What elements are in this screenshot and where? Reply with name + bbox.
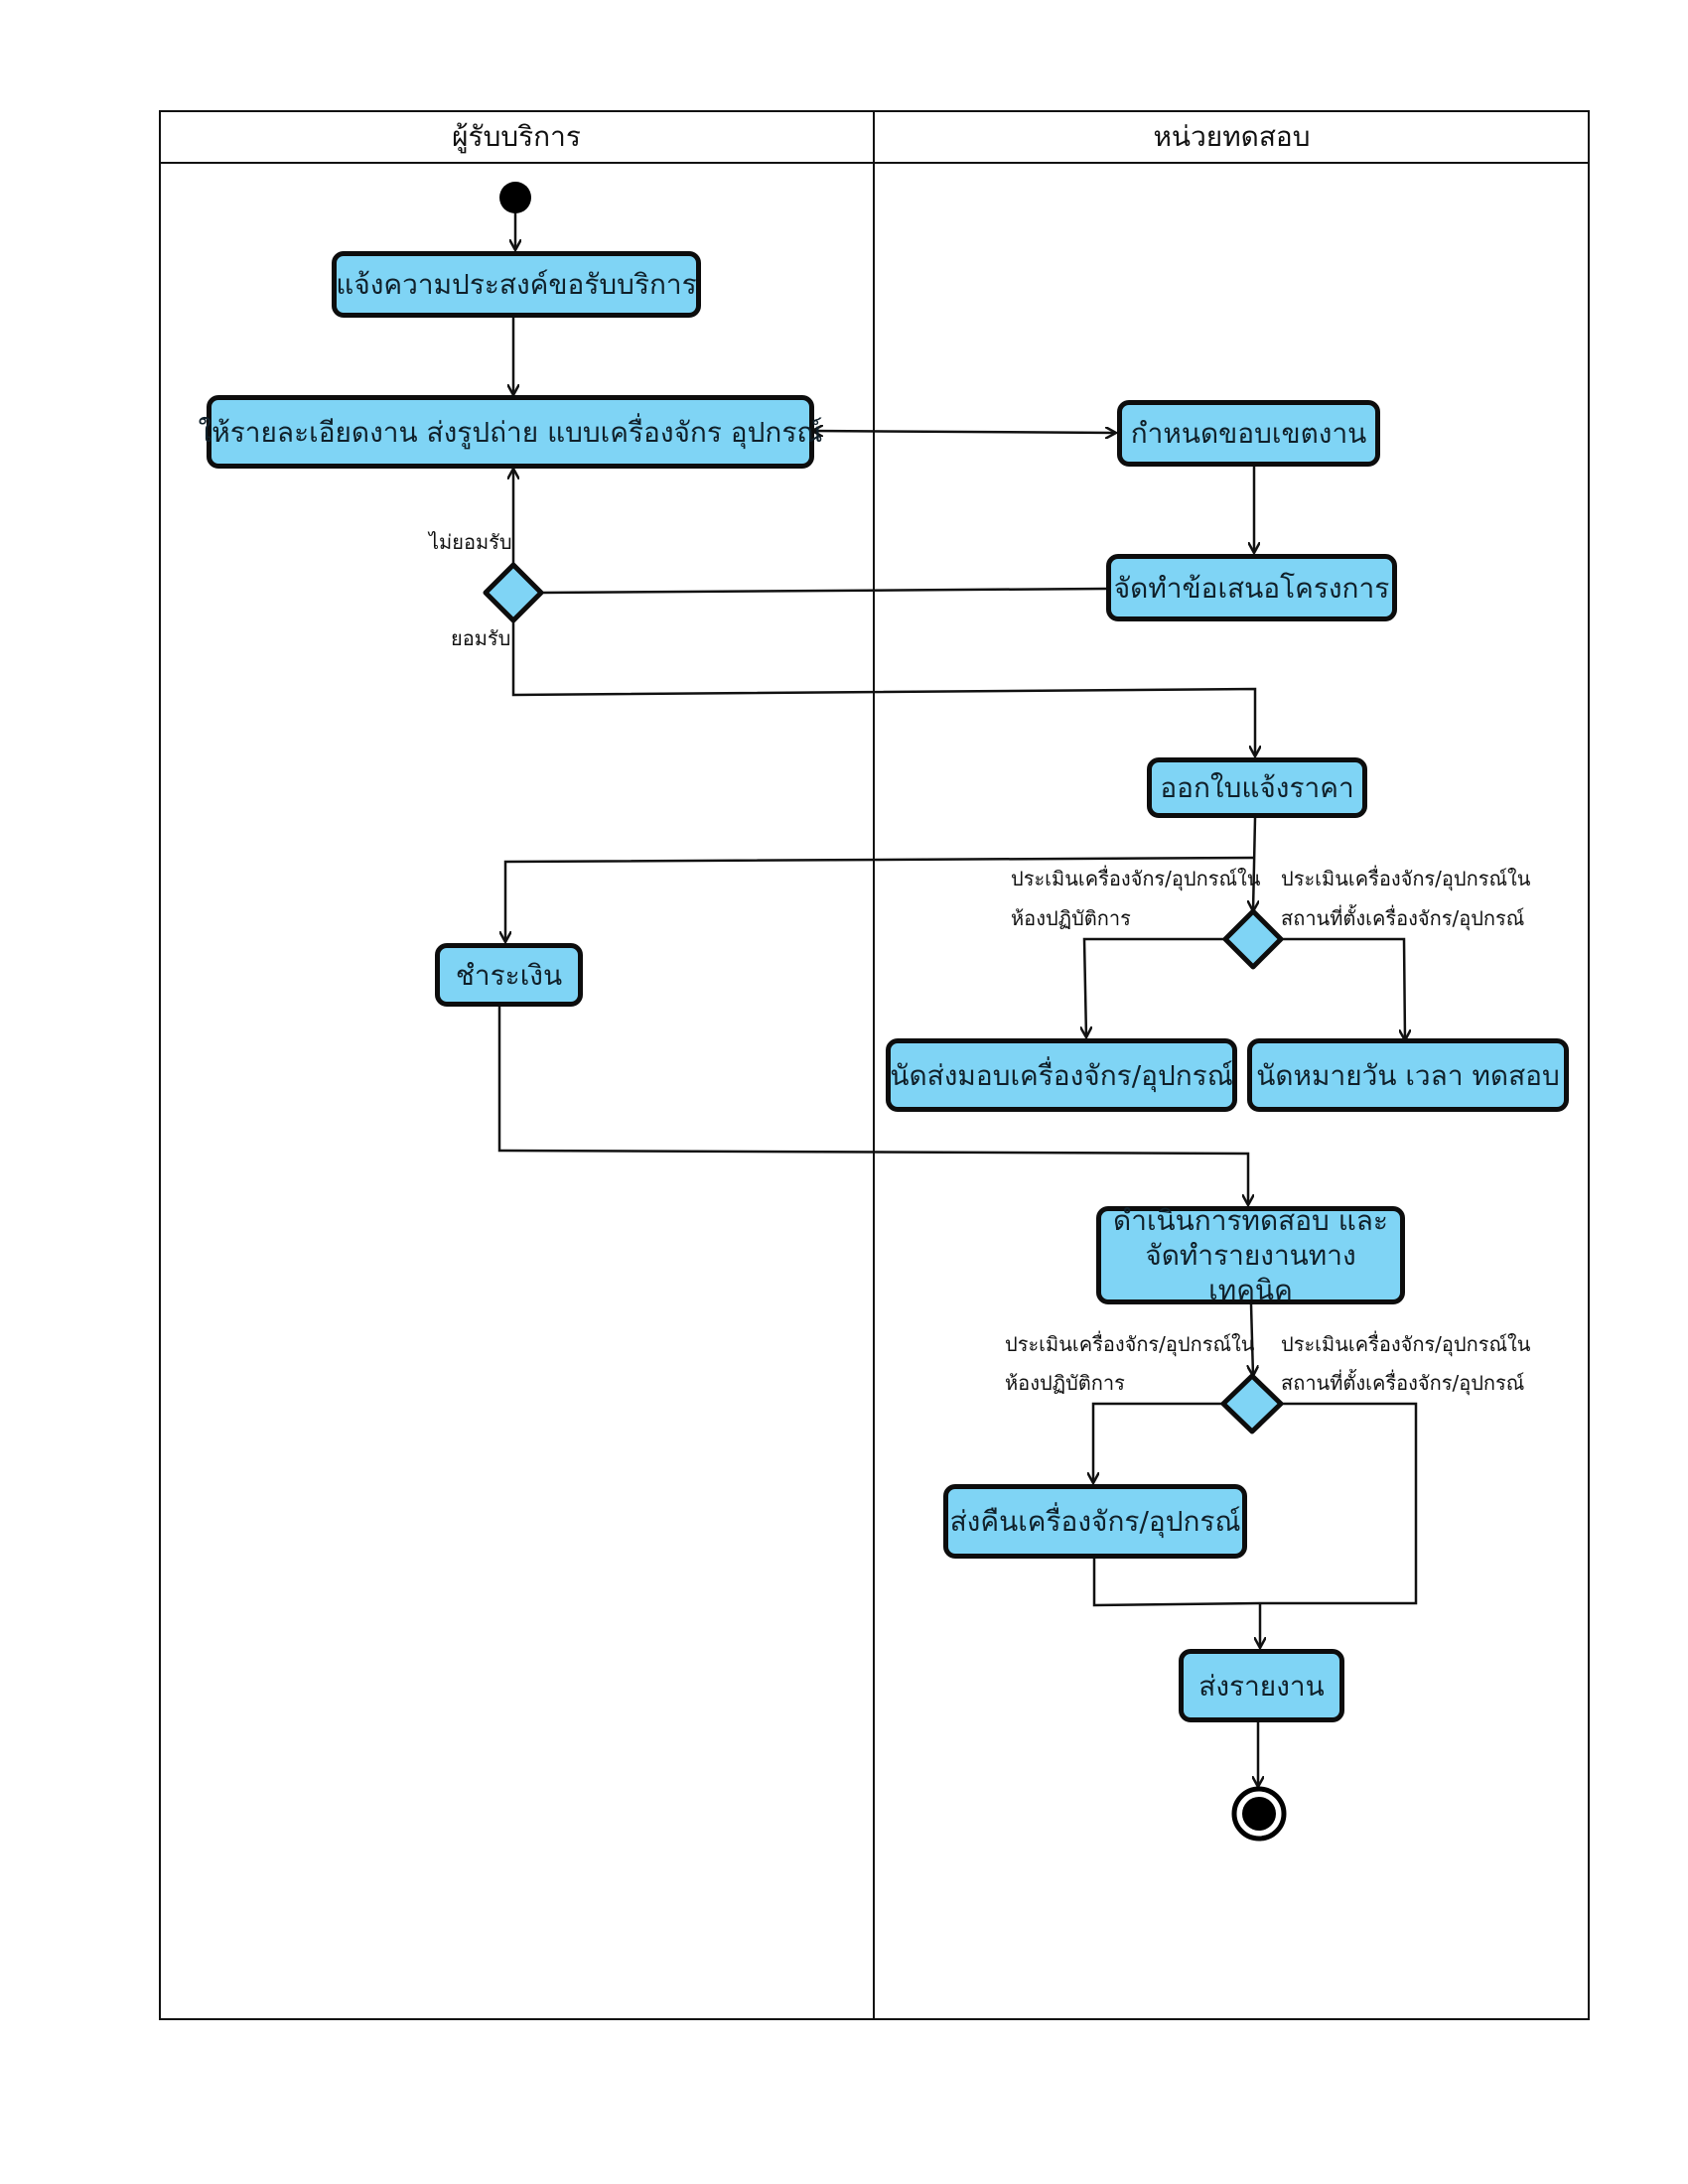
activity-schedule: นัดหมายวัน เวลา ทดสอบ xyxy=(1247,1038,1569,1112)
lane-title-client: ผู้รับบริการ xyxy=(452,120,581,153)
activity-request: แจ้งความประสงค์ขอรับบริการ xyxy=(332,251,701,318)
flow-to-schedule xyxy=(1281,937,1405,1040)
guard-site-1-line2: สถานที่ตั้งเครื่องจักร/อุปกรณ์ xyxy=(1281,906,1525,930)
decision-location-1 xyxy=(1222,908,1284,970)
flow-quote-to-decision2 xyxy=(1253,817,1255,911)
flow-test-to-decision3 xyxy=(1251,1303,1253,1376)
activity-scope: กำหนดขอบเขตงาน xyxy=(1117,400,1380,467)
start-node xyxy=(499,182,531,213)
flow-details-scope xyxy=(812,431,1116,433)
guard-lab-2-line2: ห้องปฏิบัติการ xyxy=(1005,1371,1125,1395)
guard-reject: ไม่ยอมรับ xyxy=(429,530,512,554)
activity-proposal: จัดทำข้อเสนอโครงการ xyxy=(1106,554,1397,621)
activity-quote: ออกใบแจ้งราคา xyxy=(1147,757,1367,818)
flow-to-pay xyxy=(505,856,1256,942)
decision-location-2 xyxy=(1220,1373,1284,1434)
activity-pay: ชำระเงิน xyxy=(435,943,583,1007)
activity-test: ดำเนินการทดสอบ และ จัดทำรายงานทางเทคนิค xyxy=(1096,1204,1405,1306)
activity-test-line1: ดำเนินการทดสอบ และ xyxy=(1113,1204,1388,1237)
activity-return: ส่งคืนเครื่องจักร/อุปกรณ์ xyxy=(943,1484,1247,1559)
activity-details: ให้รายละเอียดงาน ส่งรูปถ่าย แบบเครื่องจั… xyxy=(199,395,822,469)
guard-site-2-line2: สถานที่ตั้งเครื่องจักร/อุปกรณ์ xyxy=(1281,1371,1525,1395)
activity-deliver: นัดส่งมอบเครื่องจักร/อุปกรณ์ xyxy=(886,1038,1237,1112)
guard-lab-2-line1: ประเมินเครื่องจักร/อุปกรณ์ใน xyxy=(1005,1332,1255,1356)
end-node-core xyxy=(1242,1797,1276,1831)
flow-site-to-merge xyxy=(1260,1402,1418,1605)
flow-pay-to-test xyxy=(497,1007,1248,1205)
flow-to-return xyxy=(1093,1402,1223,1483)
decision-accept xyxy=(483,562,544,623)
lane-title-lab: หน่วยทดสอบ xyxy=(1153,120,1311,153)
guard-site-2-line1: ประเมินเครื่องจักร/อุปกรณ์ใน xyxy=(1281,1332,1531,1356)
flow-accept xyxy=(511,620,1255,756)
guard-accept: ยอมรับ xyxy=(451,626,511,650)
flow-proposal-to-decision xyxy=(540,587,1107,595)
flow-return-to-merge xyxy=(1092,1559,1261,1607)
guard-lab-1-line2: ห้องปฏิบัติการ xyxy=(1011,906,1131,930)
guard-site-1-line1: ประเมินเครื่องจักร/อุปกรณ์ใน xyxy=(1281,867,1531,890)
activity-test-line2: จัดทำรายงานทางเทคนิค xyxy=(1145,1239,1356,1306)
activity-report: ส่งรายงาน xyxy=(1179,1649,1344,1722)
guard-lab-1-line1: ประเมินเครื่องจักร/อุปกรณ์ใน xyxy=(1011,867,1261,890)
flow-to-deliver xyxy=(1084,937,1225,1037)
